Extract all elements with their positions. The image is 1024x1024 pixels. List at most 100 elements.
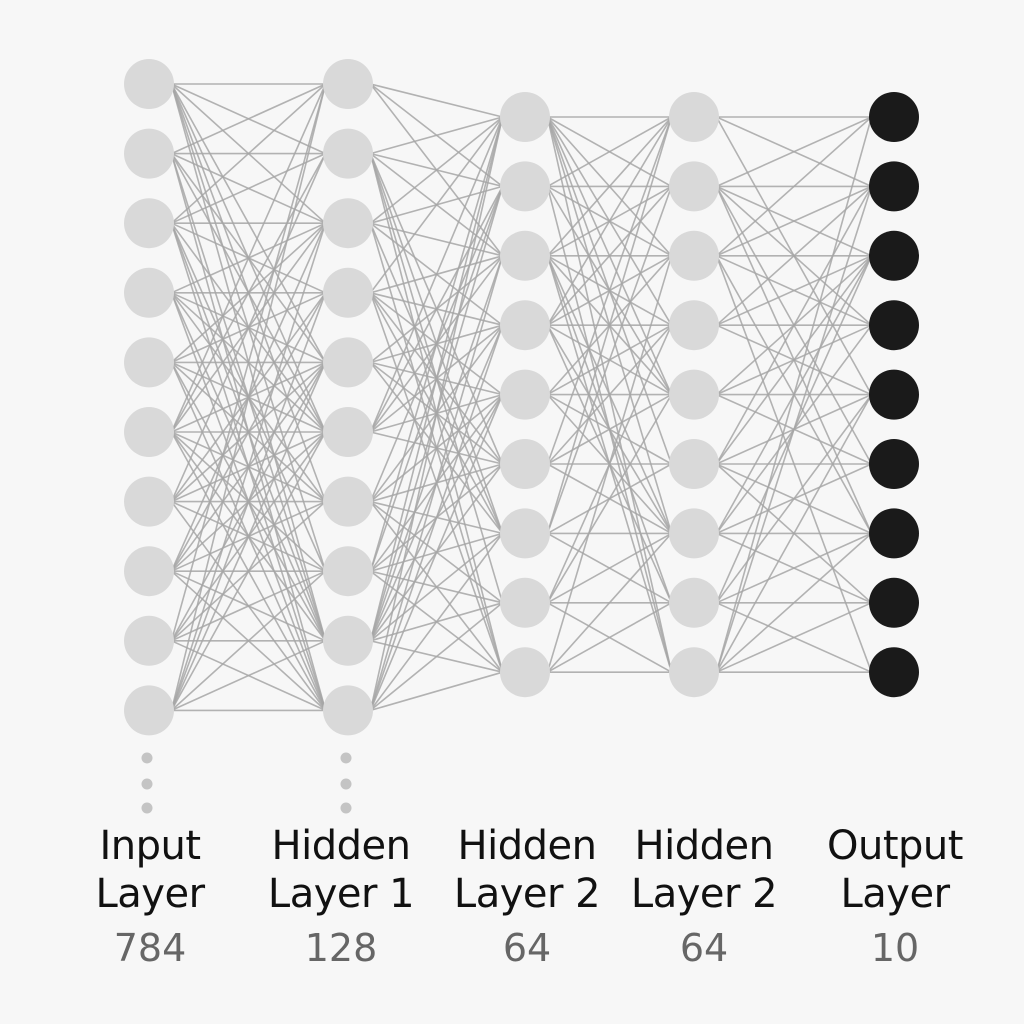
connection-line bbox=[546, 116, 673, 465]
neuron-node bbox=[323, 128, 373, 179]
layer-title-line1: Output bbox=[827, 823, 963, 869]
layer-title-line1: Hidden bbox=[457, 823, 597, 869]
neuron-node bbox=[124, 685, 174, 736]
neuron-node bbox=[124, 267, 174, 318]
connection-line bbox=[370, 671, 503, 712]
neuron-node bbox=[500, 647, 550, 698]
layer-title-line2: Layer 1 bbox=[267, 871, 415, 917]
connection-line bbox=[546, 324, 673, 465]
ellipsis-dot bbox=[141, 802, 153, 814]
neuron-node bbox=[869, 508, 919, 559]
neuron-node bbox=[869, 92, 919, 142]
connection-line bbox=[546, 185, 673, 326]
connection-line bbox=[170, 83, 327, 433]
layer-neuron-count: 64 bbox=[502, 926, 552, 970]
neuron-node bbox=[869, 577, 919, 628]
layer-label-hidden-2b: Hidden Layer 2 64 bbox=[604, 822, 804, 970]
connection-line bbox=[716, 185, 872, 257]
connection-line bbox=[546, 116, 673, 326]
neuron-node bbox=[869, 369, 919, 420]
neuron-node bbox=[500, 92, 550, 142]
connection-line bbox=[369, 116, 504, 294]
neuron-node bbox=[124, 476, 174, 527]
connection-line bbox=[170, 153, 327, 433]
connection-line bbox=[715, 532, 873, 673]
connection-line bbox=[715, 394, 873, 673]
connection-line bbox=[370, 83, 503, 118]
connection-line bbox=[369, 324, 504, 711]
connection-line bbox=[170, 292, 327, 711]
layer-title-line2: Layer bbox=[840, 871, 950, 917]
layer-title-line1: Hidden bbox=[634, 823, 774, 869]
neuron-node bbox=[869, 439, 919, 489]
connection-line bbox=[715, 116, 873, 257]
connection-line bbox=[170, 222, 327, 711]
neuron-node bbox=[669, 369, 719, 420]
connection-line bbox=[547, 602, 672, 673]
neuron-node bbox=[323, 337, 373, 388]
neuron-node bbox=[323, 476, 373, 527]
layer-neuron-count: 10 bbox=[870, 926, 920, 970]
connection-line bbox=[170, 83, 327, 711]
neuron-node bbox=[124, 198, 174, 249]
neuron-node bbox=[323, 615, 373, 666]
neuron-node bbox=[500, 369, 550, 420]
connection-line bbox=[369, 394, 504, 711]
neuron-node bbox=[323, 407, 373, 457]
connection-line bbox=[170, 83, 327, 224]
neuron-node bbox=[669, 577, 719, 628]
connection-line bbox=[369, 532, 504, 711]
connection-line bbox=[170, 83, 327, 642]
connection-line bbox=[546, 394, 673, 604]
connection-line bbox=[369, 116, 504, 224]
connection-line bbox=[715, 186, 873, 465]
neuron-node bbox=[500, 577, 550, 628]
connection-line bbox=[369, 602, 504, 712]
neuron-node bbox=[669, 439, 719, 489]
connection-line bbox=[716, 602, 872, 673]
connection-line bbox=[546, 532, 673, 673]
connection-line bbox=[369, 116, 504, 641]
neuron-node bbox=[124, 337, 174, 388]
neuron-node bbox=[500, 161, 550, 212]
neuron-node bbox=[669, 508, 719, 559]
layer-label-output: Output Layer 10 bbox=[795, 822, 995, 970]
connection-line bbox=[715, 116, 873, 673]
layer-neuron-count: 784 bbox=[113, 926, 187, 970]
neuron-node bbox=[869, 161, 919, 212]
connection-line bbox=[715, 394, 873, 604]
layer-title-line1: Hidden bbox=[271, 823, 411, 869]
connection-line bbox=[171, 83, 326, 155]
connection-line bbox=[369, 532, 504, 642]
connection-line bbox=[170, 431, 327, 711]
neuron-node bbox=[323, 59, 373, 109]
ellipsis-dot bbox=[141, 778, 153, 790]
layer-title-line1: Input bbox=[99, 823, 201, 869]
neuron-node bbox=[124, 615, 174, 666]
neuron-node bbox=[869, 230, 919, 281]
layer-label-input: Input Layer 784 bbox=[50, 822, 250, 970]
neuron-node bbox=[500, 508, 550, 559]
connection-line bbox=[369, 255, 504, 711]
connections bbox=[170, 83, 873, 712]
neuron-node bbox=[124, 128, 174, 179]
neuron-node bbox=[669, 300, 719, 351]
connection-line bbox=[546, 116, 673, 534]
layer-label-hidden-1: Hidden Layer 1 128 bbox=[241, 822, 441, 970]
layer-neuron-count: 128 bbox=[304, 926, 378, 970]
neuron-node bbox=[323, 685, 373, 736]
layer-title-line2: Layer bbox=[95, 871, 205, 917]
neuron-node bbox=[323, 546, 373, 597]
layer-title-line2: Layer 2 bbox=[630, 871, 778, 917]
connection-line bbox=[716, 116, 872, 188]
layer-neuron-count: 64 bbox=[679, 926, 729, 970]
connection-line bbox=[170, 362, 327, 711]
neuron-node bbox=[669, 230, 719, 281]
connection-line bbox=[171, 152, 326, 224]
ellipsis-dot bbox=[340, 802, 352, 814]
connection-line bbox=[547, 532, 672, 604]
connection-line bbox=[546, 255, 673, 673]
connection-line bbox=[369, 116, 504, 572]
connection-line bbox=[369, 116, 504, 711]
connection-line bbox=[546, 116, 673, 257]
